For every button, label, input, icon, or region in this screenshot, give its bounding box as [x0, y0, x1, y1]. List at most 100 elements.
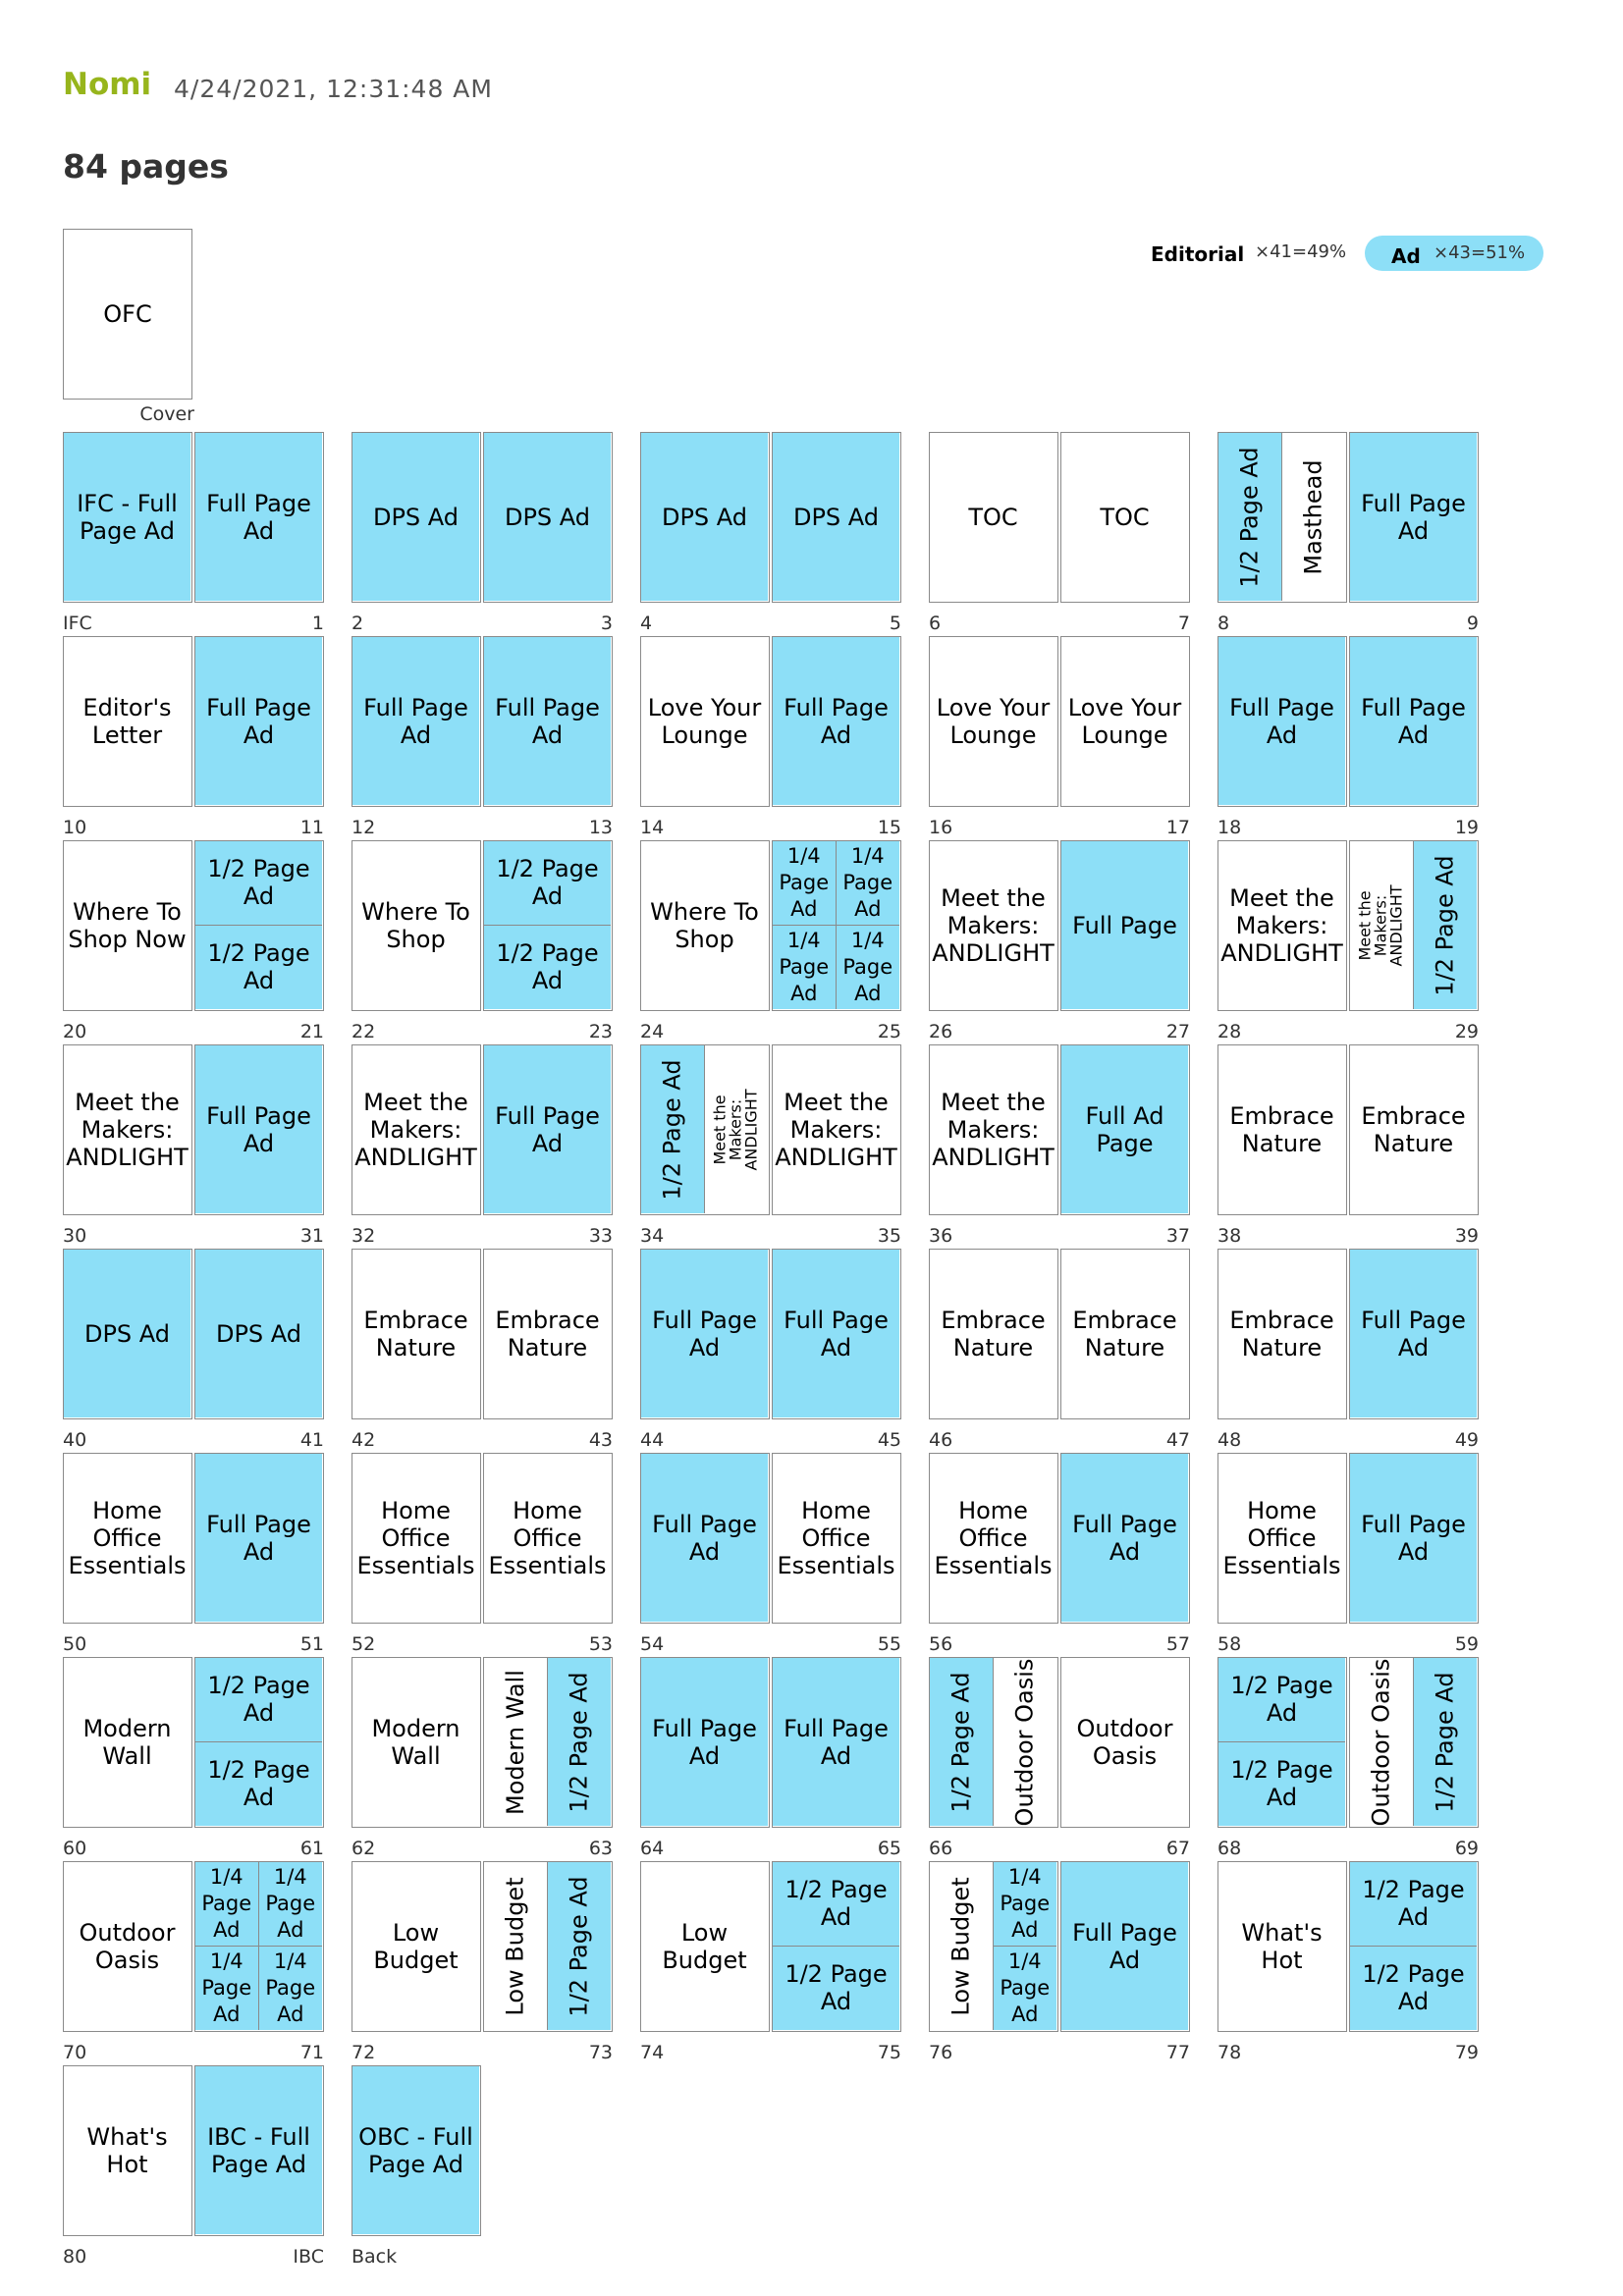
ad-slot[interactable]: 1/2 Page Ad — [547, 1862, 611, 2030]
page[interactable]: Full Page Ad — [194, 432, 324, 603]
ad-slot[interactable]: 1/4 Page Ad — [836, 841, 899, 926]
ad-slot[interactable]: Full Page Ad — [484, 1045, 611, 1213]
ad-slot[interactable]: Full Page Ad — [773, 1658, 899, 1826]
editorial-slot[interactable]: What's Hot — [1218, 1862, 1345, 2030]
ad-slot[interactable]: Full Page Ad — [773, 637, 899, 805]
ad-slot[interactable]: Full Page Ad — [195, 1454, 322, 1622]
ad-slot[interactable]: 1/4 Page Ad — [836, 925, 899, 1009]
page[interactable]: Embrace Nature — [352, 1249, 481, 1419]
page[interactable]: Full Page Ad — [194, 1453, 324, 1624]
editorial-slot[interactable]: Home Office Essentials — [64, 1454, 190, 1622]
editorial-slot[interactable]: Home Office Essentials — [1218, 1454, 1345, 1622]
ad-slot[interactable]: 1/2 Page Ad — [1413, 1658, 1477, 1826]
ad-slot[interactable]: 1/2 Page Ad — [195, 925, 322, 1009]
page[interactable]: Meet the Makers: ANDLIGHT — [1217, 840, 1347, 1011]
page[interactable]: What's Hot — [1217, 1861, 1347, 2032]
ad-slot[interactable]: Full Page Ad — [1350, 433, 1477, 601]
ad-slot[interactable]: Full Page Ad — [1061, 1454, 1188, 1622]
ad-slot[interactable]: OBC - Full Page Ad — [352, 2066, 479, 2234]
page[interactable]: Full Page Ad — [1349, 1249, 1479, 1419]
legend-ad-pill[interactable]: Ad ×43=51% — [1365, 236, 1543, 271]
editorial-slot[interactable]: Where To Shop — [352, 841, 479, 1009]
page[interactable]: OBC - Full Page Ad — [352, 2065, 481, 2236]
ad-slot[interactable]: DPS Ad — [195, 1250, 322, 1417]
ad-slot[interactable]: Full Page Ad — [1350, 1250, 1477, 1417]
page[interactable]: Full Page Ad — [640, 1453, 770, 1624]
editorial-slot[interactable]: Low Budget — [484, 1862, 548, 2030]
page[interactable]: Full Page Ad — [1060, 1453, 1190, 1624]
ad-slot[interactable]: Full Page Ad — [352, 637, 479, 805]
ad-slot[interactable]: Full Page Ad — [1350, 637, 1477, 805]
page[interactable]: DPS Ad — [352, 432, 481, 603]
editorial-slot[interactable]: Masthead — [1281, 433, 1345, 601]
editorial-slot[interactable]: Where To Shop Now — [64, 841, 190, 1009]
page[interactable]: IBC - Full Page Ad — [194, 2065, 324, 2236]
ad-slot[interactable]: Full Page Ad — [195, 637, 322, 805]
ad-slot[interactable]: Full Page Ad — [1350, 1454, 1477, 1622]
page[interactable]: Embrace Nature — [929, 1249, 1058, 1419]
ad-slot[interactable]: 1/2 Page Ad — [1218, 1741, 1345, 1826]
ad-slot[interactable]: 1/2 Page Ad — [195, 1658, 322, 1742]
page[interactable]: Full Page — [1060, 840, 1190, 1011]
page[interactable]: Full Page Ad — [640, 1249, 770, 1419]
page[interactable]: Love Your Lounge — [1060, 636, 1190, 807]
page[interactable]: Full Page Ad — [1217, 636, 1347, 807]
page[interactable]: Home Office Essentials — [929, 1453, 1058, 1624]
page[interactable]: Full Page Ad — [772, 1657, 901, 1828]
page[interactable]: Where To Shop — [352, 840, 481, 1011]
ad-slot[interactable]: 1/4 Page Ad — [773, 925, 837, 1009]
page[interactable]: Meet the Makers: ANDLIGHT — [929, 840, 1058, 1011]
editorial-slot[interactable]: Meet the Makers: ANDLIGHT — [352, 1045, 479, 1213]
page[interactable]: Low Budget — [352, 1861, 481, 2032]
editorial-slot[interactable]: Meet the Makers: ANDLIGHT — [1218, 841, 1345, 1009]
editorial-slot[interactable]: Embrace Nature — [1218, 1045, 1345, 1213]
cover-page[interactable]: OFC — [63, 229, 192, 400]
editorial-slot[interactable]: Embrace Nature — [1350, 1045, 1477, 1213]
editorial-slot[interactable]: Modern Wall — [352, 1658, 479, 1826]
ad-slot[interactable]: 1/4 Page Ad — [258, 1946, 322, 2030]
page[interactable]: Where To Shop Now — [63, 840, 192, 1011]
ad-slot[interactable]: 1/2 Page Ad — [641, 1045, 705, 1213]
ad-slot[interactable]: IBC - Full Page Ad — [195, 2066, 322, 2234]
editorial-slot[interactable]: Embrace Nature — [930, 1250, 1056, 1417]
editorial-slot[interactable]: Outdoor Oasis — [64, 1862, 190, 2030]
editorial-slot[interactable]: TOC — [1061, 433, 1188, 601]
page[interactable]: Outdoor Oasis — [63, 1861, 192, 2032]
editorial-slot[interactable]: Meet the Makers: ANDLIGHT — [64, 1045, 190, 1213]
editorial-slot[interactable]: Love Your Lounge — [1061, 637, 1188, 805]
ad-slot[interactable]: 1/2 Page Ad — [1218, 433, 1282, 601]
ad-slot[interactable]: DPS Ad — [352, 433, 479, 601]
editorial-slot[interactable]: Home Office Essentials — [352, 1454, 479, 1622]
ad-slot[interactable]: Full Page — [1061, 841, 1188, 1009]
page[interactable]: TOC — [1060, 432, 1190, 603]
page[interactable]: DPS Ad — [194, 1249, 324, 1419]
page[interactable]: Full Page Ad — [483, 1044, 613, 1215]
ad-slot[interactable]: Full Page Ad — [641, 1250, 768, 1417]
ad-slot[interactable]: DPS Ad — [64, 1250, 190, 1417]
ad-slot[interactable]: 1/2 Page Ad — [1350, 1946, 1477, 2030]
ad-slot[interactable]: 1/2 Page Ad — [1218, 1658, 1345, 1742]
page[interactable]: DPS Ad — [63, 1249, 192, 1419]
ad-slot[interactable]: 1/2 Page Ad — [930, 1658, 994, 1826]
page[interactable]: Home Office Essentials — [63, 1453, 192, 1624]
page[interactable]: Modern Wall — [352, 1657, 481, 1828]
page[interactable]: Full Page Ad — [352, 636, 481, 807]
editorial-slot[interactable]: Meet the Makers: ANDLIGHT — [773, 1045, 899, 1213]
ad-slot[interactable]: IFC - Full Page Ad — [64, 433, 190, 601]
page[interactable]: Love Your Lounge — [929, 636, 1058, 807]
page[interactable]: Home Office Essentials — [352, 1453, 481, 1624]
ad-slot[interactable]: 1/2 Page Ad — [547, 1658, 611, 1826]
editorial-slot[interactable]: Embrace Nature — [352, 1250, 479, 1417]
editorial-slot[interactable]: Embrace Nature — [484, 1250, 611, 1417]
ad-slot[interactable]: 1/2 Page Ad — [1350, 1862, 1477, 1947]
ad-slot[interactable]: 1/2 Page Ad — [773, 1862, 899, 1947]
